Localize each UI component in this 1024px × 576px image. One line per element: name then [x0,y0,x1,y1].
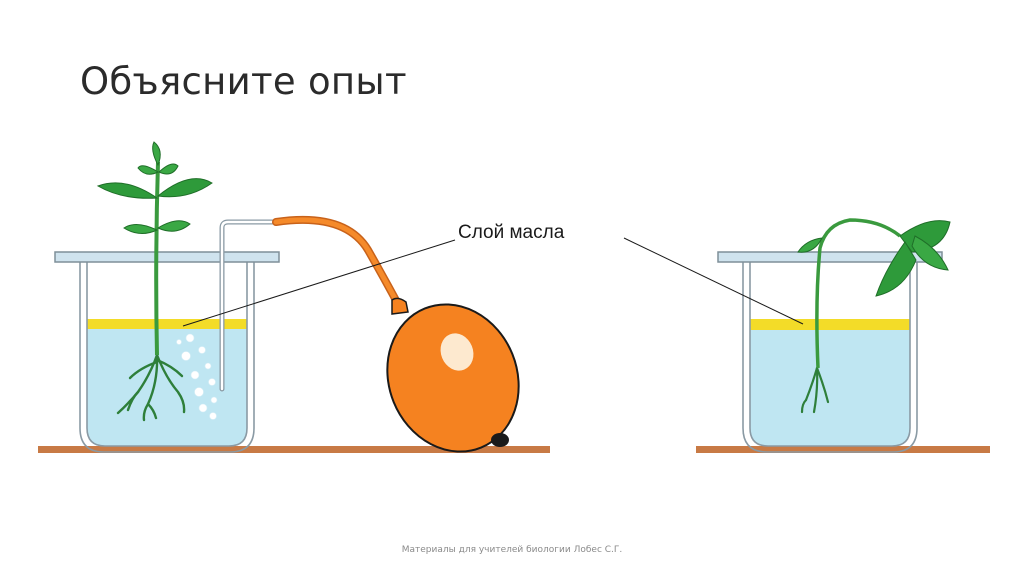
pump-hose [272,215,402,308]
right-water [750,330,910,446]
right-table-shelf [696,446,990,453]
rubber-bulb-pump [272,215,520,453]
air-bubbles [176,333,218,420]
left-oil-layer [87,319,247,329]
left-table-shelf [38,446,550,453]
rubber-bulb [386,303,520,453]
left-setup [38,141,550,453]
left-seedling [96,141,213,422]
left-glass-lid [54,251,280,263]
slide-title: Объясните опыт [80,60,407,103]
callout-line-right [623,237,804,325]
callout-line-left [182,239,456,327]
left-beaker [79,262,255,453]
right-beaker [742,262,918,453]
right-glass-lid [717,251,943,263]
left-water [87,329,247,446]
right-setup [696,218,990,453]
slide-footer: Материалы для учителей биологии Лобес С.… [401,545,623,555]
oil-layer-callout: Слой масла [182,222,804,327]
callout-label: Слой масла [458,222,565,243]
right-oil-layer [750,319,910,330]
wilting-seedling [797,218,951,414]
